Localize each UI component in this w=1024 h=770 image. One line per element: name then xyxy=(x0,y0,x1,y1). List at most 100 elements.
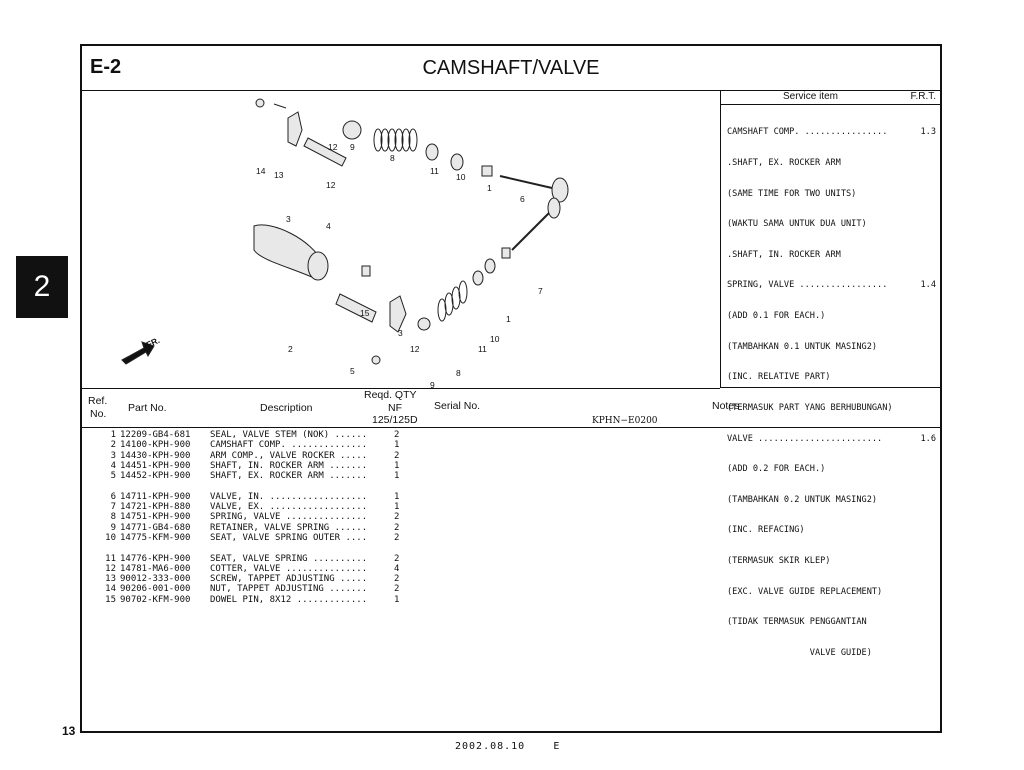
service-row: (WAKTU SAMA UNTUK DUA UNIT) xyxy=(727,219,867,230)
service-row: (TAMBAHKAN 0.2 UNTUK MASING2) xyxy=(727,494,878,505)
callout: 12 xyxy=(410,344,420,354)
rocker-shaft-lower-shape xyxy=(335,293,377,323)
callout: 8 xyxy=(390,153,395,163)
service-item-heading: Service item xyxy=(783,91,839,102)
service-row: .SHAFT, EX. ROCKER ARM xyxy=(727,158,841,169)
seal-shape xyxy=(481,165,493,177)
callout: 2 xyxy=(288,344,293,354)
service-row: (ADD 0.1 FOR EACH.) xyxy=(727,311,826,322)
valve-in-stem xyxy=(499,175,553,189)
valve-ex-head xyxy=(547,197,561,219)
nf-heading: NF xyxy=(388,402,402,414)
page-header: E-2 CAMSHAFT/VALVE xyxy=(82,46,940,91)
exploded-diagram: FR. 14 13 3 12 9 12 4 8 11 10 1 6 7 1 10… xyxy=(82,90,720,426)
service-row: (EXC. VALVE GUIDE REPLACEMENT) xyxy=(727,586,883,597)
service-item-panel: Service item F.R.T. CAMSHAFT COMP. .....… xyxy=(720,90,942,658)
seat-outer-shape xyxy=(450,153,464,171)
dowel-pin-shape xyxy=(361,265,371,277)
seat-shape xyxy=(425,143,439,161)
footer-edition: E xyxy=(553,741,561,752)
model-heading: 125/125D xyxy=(372,414,418,426)
callout: 1 xyxy=(487,183,492,193)
rocker-arm-shape xyxy=(287,111,303,147)
service-row: .SHAFT, IN. ROCKER ARM xyxy=(727,249,841,260)
nut-shape xyxy=(255,98,265,108)
diagram-drawing: FR. 14 13 3 12 9 12 4 8 11 10 1 6 7 1 10… xyxy=(121,98,569,416)
serial-heading: Serial No. xyxy=(434,400,481,412)
service-row: (SAME TIME FOR TWO UNITS) xyxy=(727,188,857,199)
valve-in-head xyxy=(551,177,569,203)
part-no-heading: Part No. xyxy=(128,402,167,414)
direction-arrow-icon xyxy=(121,341,155,365)
callout: 7 xyxy=(538,286,543,296)
service-row: (TERMASUK PART YANG BERHUBUNGAN) xyxy=(727,402,893,413)
frt-heading: F.R.T. xyxy=(910,91,936,102)
parts-table-header: Ref. No. Part No. Description Reqd. QTY … xyxy=(82,389,940,428)
callout: 3 xyxy=(398,328,403,338)
page-title: CAMSHAFT/VALVE xyxy=(422,57,600,79)
callout: 10 xyxy=(490,334,500,344)
callout: 12 xyxy=(326,180,336,190)
rocker-arm-lower-shape xyxy=(389,295,407,333)
footer-date: 2002.08.10 E xyxy=(455,741,561,752)
service-row: CAMSHAFT COMP. ................1.3 xyxy=(727,127,936,138)
section-code: E-2 xyxy=(90,56,122,78)
reqd-qty-heading: Reqd. QTY xyxy=(364,389,417,401)
direction-label: FR. xyxy=(145,335,162,350)
valve-ex-stem xyxy=(511,211,551,251)
catalog-frame: E-2 CAMSHAFT/VALVE xyxy=(80,44,942,733)
page-number: 13 xyxy=(62,724,76,738)
service-row: (TERMASUK SKIR KLEP) xyxy=(727,555,831,566)
retainer-lower-shape xyxy=(417,317,431,331)
retainer-shape xyxy=(342,120,362,140)
callout: 1 xyxy=(506,314,511,324)
section-tab: 2 xyxy=(16,256,68,318)
service-row: VALVE GUIDE) xyxy=(727,647,872,658)
ref-heading: Ref. xyxy=(88,395,108,407)
service-row: (TIDAK TERMASUK PENGGANTIAN xyxy=(727,617,867,628)
callout: 11 xyxy=(430,166,439,176)
callout: 13 xyxy=(274,170,284,180)
service-row: (ADD 0.2 FOR EACH.) xyxy=(727,464,826,475)
callout: 15 xyxy=(360,308,370,318)
service-header: Service item F.R.T. xyxy=(721,90,942,105)
no-heading: No. xyxy=(90,408,107,420)
callout: 3 xyxy=(286,214,291,224)
callout: 14 xyxy=(256,166,266,176)
description-heading: Description xyxy=(260,402,313,414)
spring-lower-shape xyxy=(437,280,468,322)
service-row: SPRING, VALVE .................1.4 xyxy=(727,280,936,291)
callout: 9 xyxy=(430,380,435,388)
callout: 10 xyxy=(456,172,466,182)
service-row: (TAMBAHKAN 0.1 UNTUK MASING2) xyxy=(727,341,878,352)
callout: 6 xyxy=(520,194,525,204)
service-list: CAMSHAFT COMP. ................1.3 .SHAF… xyxy=(721,105,942,678)
service-row: VALVE ........................1.6 xyxy=(727,433,936,444)
service-row: (INC. RELATIVE PART) xyxy=(727,372,831,383)
callout: 14 xyxy=(370,386,380,388)
notes-heading: Notes xyxy=(712,400,740,412)
spring-upper-shape xyxy=(373,128,418,152)
callout: 5 xyxy=(350,366,355,376)
rocker-shaft-shape xyxy=(303,137,347,167)
callout: 9 xyxy=(350,142,355,152)
service-row: (INC. REFACING) xyxy=(727,525,805,536)
callout: 8 xyxy=(456,368,461,378)
callout: 4 xyxy=(326,221,331,231)
callout: 11 xyxy=(478,344,487,354)
callout: 12 xyxy=(416,386,426,388)
